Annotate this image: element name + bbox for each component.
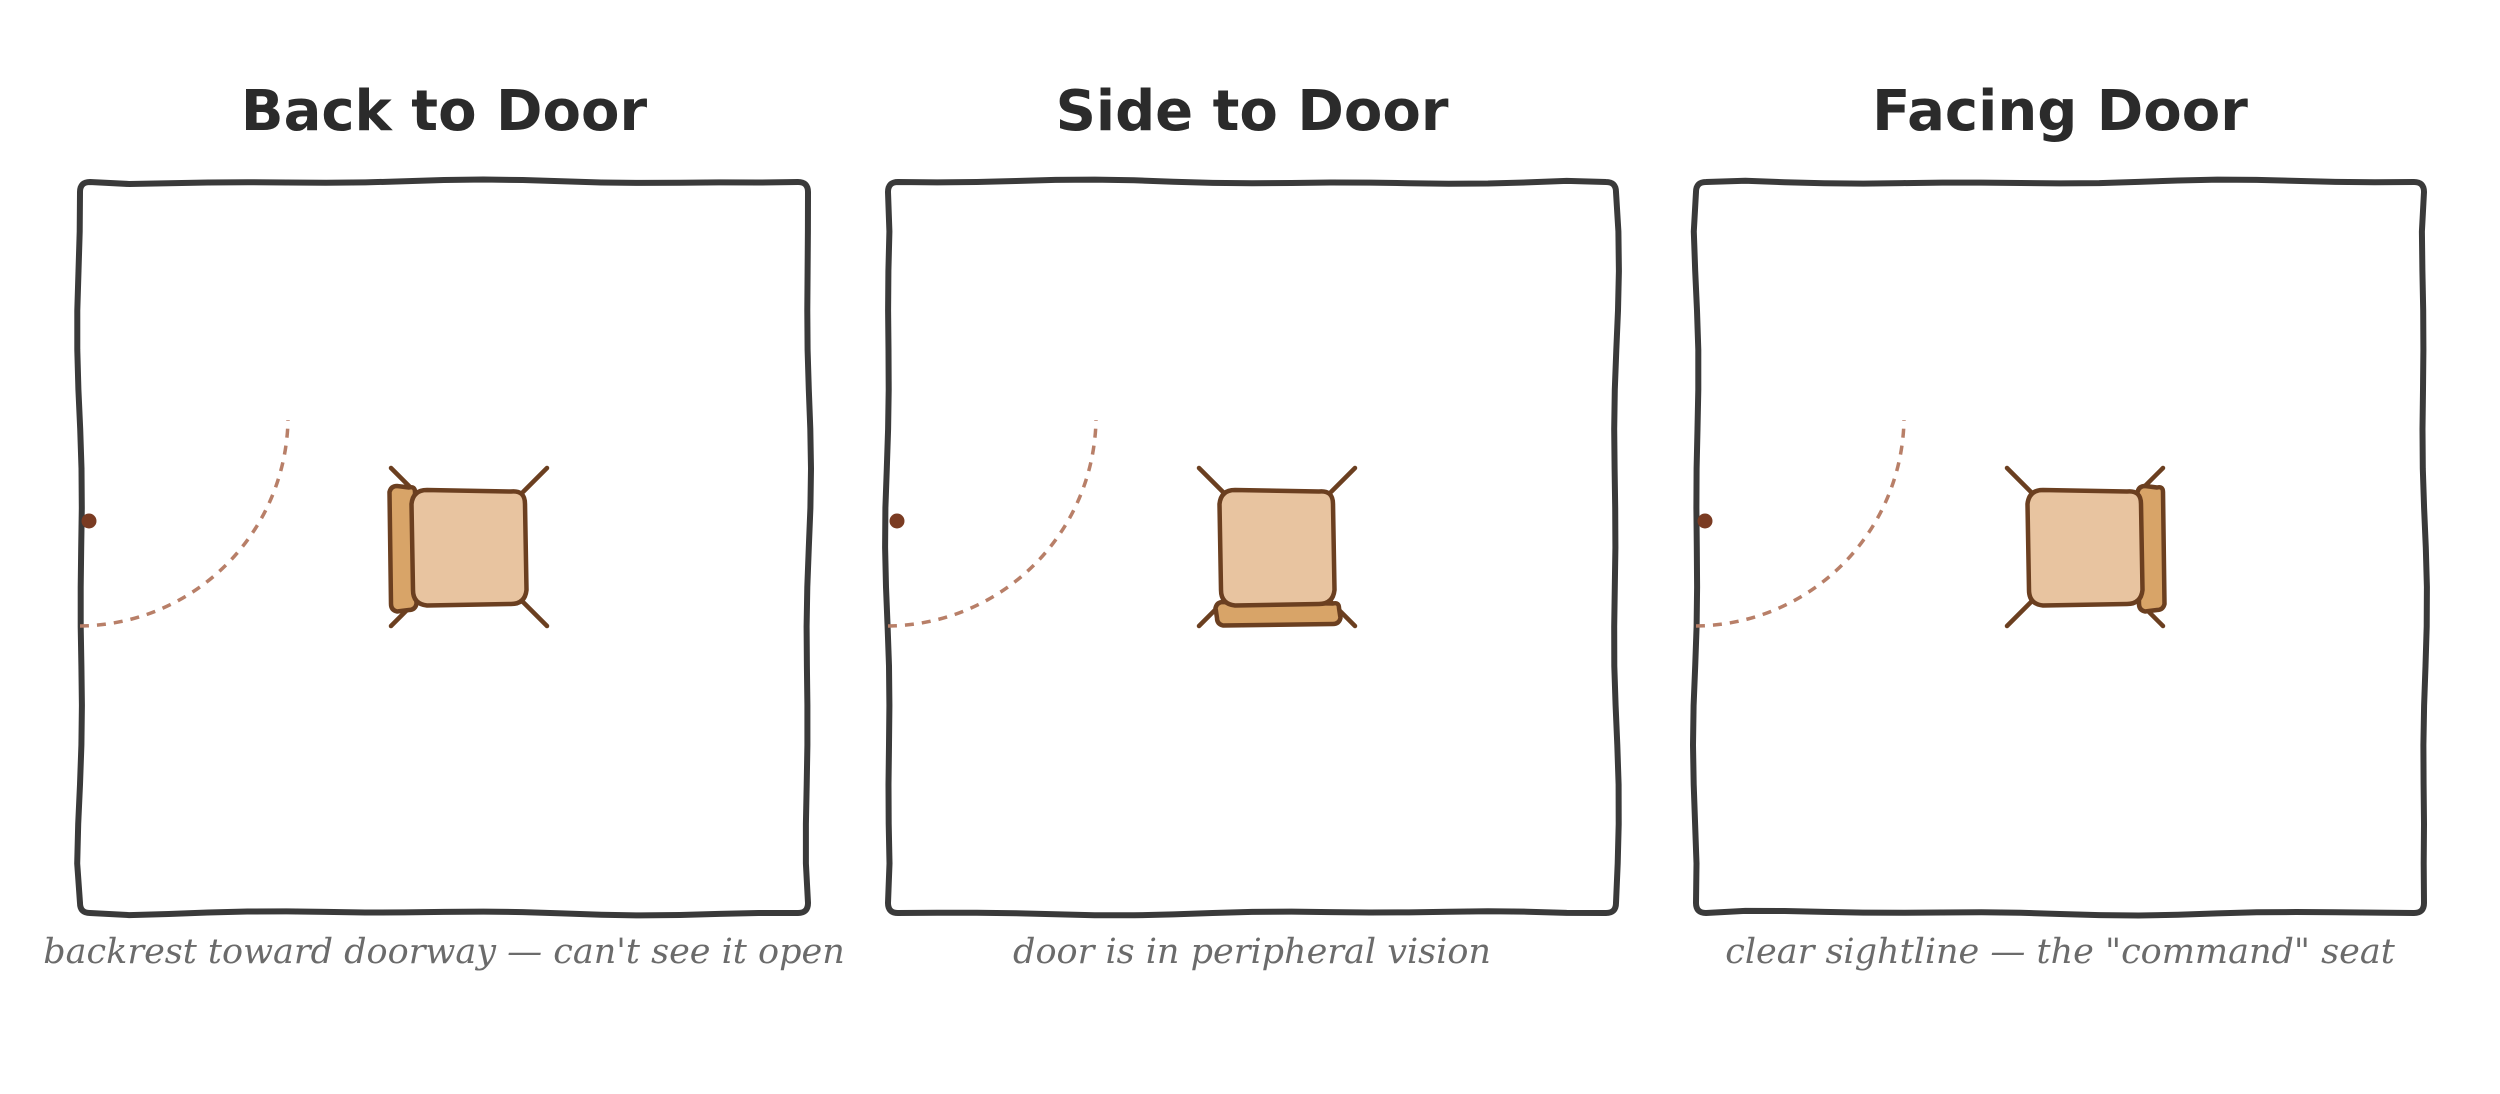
- chair-backrest: [1213, 599, 1343, 628]
- panels: Back to Door backrest toward doorway — ca…: [43, 79, 2430, 972]
- chair-leg: [1328, 465, 1358, 495]
- panel-title: Side to Door: [1056, 79, 1449, 144]
- door-swing-arc: [1695, 419, 1906, 628]
- chair-leg: [2004, 599, 2034, 629]
- chair: [387, 465, 550, 629]
- panel-caption: door is in peripheral vision: [1013, 932, 1491, 972]
- chair: [2004, 465, 2167, 629]
- door-hinge-dot: [1697, 513, 1713, 529]
- door-hinge-dot: [81, 513, 97, 529]
- chair-leg: [520, 599, 550, 629]
- chair-leg: [2004, 465, 2034, 495]
- chair-seat: [2025, 487, 2145, 608]
- chair-seat: [1217, 487, 1337, 608]
- chair-leg: [520, 465, 550, 495]
- panel-title: Facing Door: [1872, 79, 2248, 144]
- chair-seat: [409, 487, 529, 608]
- chair: [1196, 465, 1358, 629]
- panel-3: Facing Door clear sightline — the "comman…: [1690, 79, 2430, 972]
- panel-caption: clear sightline — the "command" seat: [1725, 932, 2395, 972]
- room-outline: [1690, 176, 2430, 919]
- room-outline: [882, 176, 1622, 919]
- room-outline: [74, 176, 814, 919]
- panel-caption: backrest toward doorway — can't see it o…: [43, 932, 844, 972]
- door-swing-arc: [887, 419, 1098, 628]
- door-swing-arc: [79, 419, 290, 628]
- panel-title: Back to Door: [241, 79, 648, 144]
- chair-leg: [1196, 465, 1226, 495]
- panel-2: Side to Door door is in peripheral vision: [882, 79, 1622, 972]
- panel-1: Back to Door backrest toward doorway — ca…: [43, 79, 844, 972]
- door-hinge-dot: [889, 513, 905, 529]
